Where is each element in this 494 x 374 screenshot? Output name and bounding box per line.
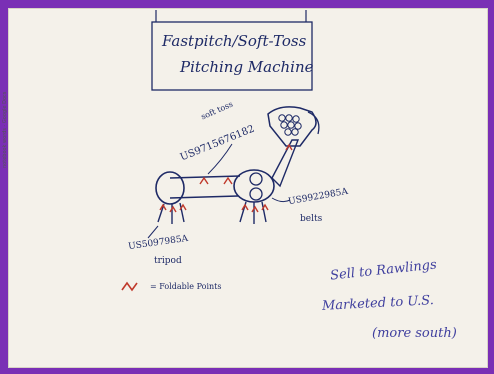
hub-wheel-top: [250, 173, 262, 185]
support-legs-center: [240, 202, 266, 224]
tripod-label: tripod: [154, 256, 182, 266]
center-hub: [234, 170, 274, 202]
title-line-2: Pitching Machine: [180, 58, 314, 76]
chute: [272, 140, 298, 186]
hopper-handle: [308, 112, 319, 134]
leader-tripod: [148, 226, 158, 238]
ball-stack: [279, 115, 301, 135]
left-wheel: [156, 172, 184, 204]
legend-mark: [122, 283, 137, 290]
belts-label: belts: [300, 214, 322, 224]
hub-wheel-bottom: [250, 188, 262, 200]
legend-text: = Foldable Points: [150, 282, 222, 291]
note-line-3: (more south): [372, 326, 457, 341]
title-line-1: Fastpitch/Soft-Toss: [162, 32, 306, 50]
edge-text: notebook words - Google Docs: [2, 92, 8, 168]
